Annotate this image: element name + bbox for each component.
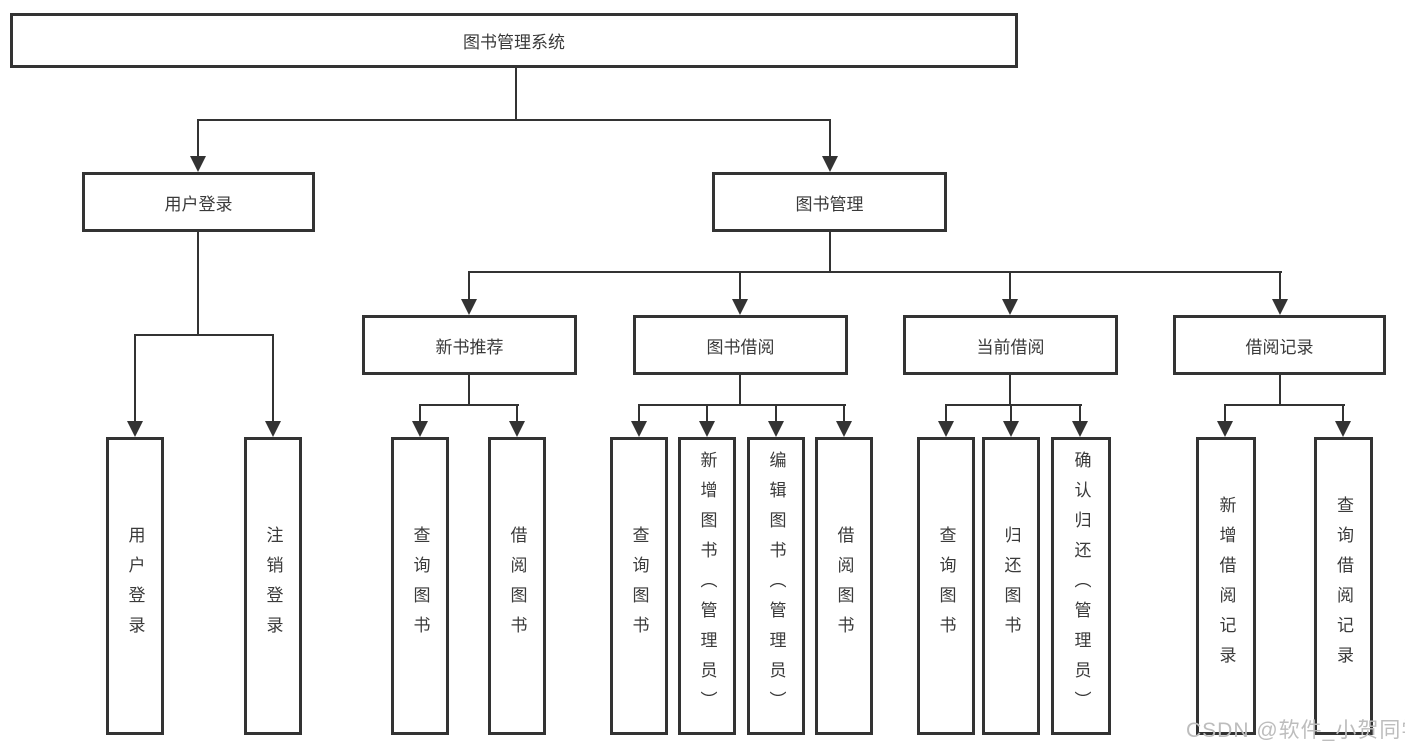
node-new-book-recommendation: 新书推荐 (362, 315, 577, 375)
node-book-management: 图书管理 (712, 172, 947, 232)
leaf-borrow-books-borrow: 借阅图书 (815, 437, 873, 735)
leaf-add-borrow-record-label: 新增借阅记录 (1216, 496, 1236, 676)
connector-line (419, 405, 421, 422)
leaf-logout: 注销登录 (244, 437, 302, 735)
node-book-borrowing-label: 图书借阅 (706, 337, 775, 357)
leaf-confirm-return-admin: 确认归还（管理员） (1051, 437, 1111, 735)
node-user-login: 用户登录 (82, 172, 315, 232)
connector-line (468, 272, 470, 301)
connector-line (419, 404, 519, 406)
connector-line (638, 405, 640, 422)
arrow-down-icon (768, 421, 784, 437)
arrow-down-icon (412, 421, 428, 437)
leaf-query-borrow-record-label: 查询借阅记录 (1334, 496, 1353, 676)
leaf-edit-books-admin: 编辑图书（管理员） (747, 437, 805, 735)
leaf-borrow-books-borrow-label: 借阅图书 (834, 526, 854, 646)
node-new-book-recommendation-label: 新书推荐 (435, 337, 504, 357)
connector-line (739, 375, 741, 406)
leaf-confirm-return-admin-label: 确认归还（管理员） (1071, 451, 1091, 721)
node-book-borrowing: 图书借阅 (633, 315, 848, 375)
arrow-down-icon (1003, 421, 1019, 437)
leaf-return-books: 归还图书 (982, 437, 1040, 735)
arrow-down-icon (461, 299, 477, 315)
connector-line (706, 405, 708, 422)
connector-line (197, 232, 199, 336)
connector-line (1224, 405, 1226, 422)
arrow-down-icon (1335, 421, 1351, 437)
connector-line (829, 232, 831, 273)
arrow-down-icon (732, 299, 748, 315)
leaf-user-login-label: 用户登录 (125, 526, 145, 646)
arrow-down-icon (1072, 421, 1088, 437)
arrow-down-icon (631, 421, 647, 437)
leaf-logout-label: 注销登录 (263, 526, 283, 646)
leaf-query-books-recommend-label: 查询图书 (410, 526, 430, 646)
node-current-borrowing-label: 当前借阅 (976, 337, 1045, 357)
connector-line (775, 405, 777, 422)
connector-line (516, 405, 518, 422)
node-root: 图书管理系统 (10, 13, 1018, 68)
arrow-down-icon (1272, 299, 1288, 315)
connector-line (134, 334, 274, 336)
connector-line (1342, 405, 1344, 422)
leaf-query-books-recommend: 查询图书 (391, 437, 449, 735)
leaf-borrow-books-recommend: 借阅图书 (488, 437, 546, 735)
leaf-query-books-current-label: 查询图书 (936, 526, 956, 646)
connector-line (843, 405, 845, 422)
connector-line (272, 335, 274, 423)
connector-line (945, 404, 1082, 406)
leaf-add-books-admin: 新增图书（管理员） (678, 437, 736, 735)
connector-line (1279, 272, 1281, 301)
arrow-down-icon (1002, 299, 1018, 315)
connector-line (945, 405, 947, 422)
leaf-return-books-label: 归还图书 (1001, 526, 1021, 646)
leaf-query-borrow-record: 查询借阅记录 (1314, 437, 1373, 735)
connector-line (1079, 405, 1081, 422)
leaf-user-login: 用户登录 (106, 437, 164, 735)
connector-line (515, 68, 517, 120)
leaf-add-books-admin-label: 新增图书（管理员） (697, 451, 717, 721)
node-borrowing-records-label: 借阅记录 (1245, 337, 1314, 357)
arrow-down-icon (509, 421, 525, 437)
leaf-add-borrow-record: 新增借阅记录 (1196, 437, 1256, 735)
leaf-borrow-books-recommend-label: 借阅图书 (507, 526, 527, 646)
arrow-down-icon (127, 421, 143, 437)
connector-line (197, 120, 199, 158)
node-book-management-label: 图书管理 (795, 194, 864, 214)
node-user-login-label: 用户登录 (164, 194, 233, 214)
arrow-down-icon (699, 421, 715, 437)
connector-line (638, 404, 846, 406)
connector-line (1279, 375, 1281, 406)
connector-line (468, 375, 470, 406)
node-borrowing-records: 借阅记录 (1173, 315, 1386, 375)
connector-line (1224, 404, 1345, 406)
node-root-label: 图书管理系统 (463, 33, 565, 52)
node-current-borrowing: 当前借阅 (903, 315, 1118, 375)
leaf-query-books-current: 查询图书 (917, 437, 975, 735)
leaf-edit-books-admin-label: 编辑图书（管理员） (766, 451, 786, 721)
connector-line (134, 335, 136, 423)
watermark: CSDN @软件_小贺同学 (1186, 719, 1405, 742)
arrow-down-icon (265, 421, 281, 437)
leaf-query-books-borrow: 查询图书 (610, 437, 668, 735)
arrow-down-icon (836, 421, 852, 437)
connector-line (1009, 272, 1011, 301)
arrow-down-icon (938, 421, 954, 437)
leaf-query-books-borrow-label: 查询图书 (629, 526, 649, 646)
connector-line (468, 271, 1282, 273)
connector-line (739, 272, 741, 301)
arrow-down-icon (822, 156, 838, 172)
connector-line (829, 120, 831, 158)
connector-line (197, 119, 831, 121)
arrow-down-icon (190, 156, 206, 172)
connector-line (1009, 375, 1011, 406)
arrow-down-icon (1217, 421, 1233, 437)
connector-line (1010, 405, 1012, 422)
